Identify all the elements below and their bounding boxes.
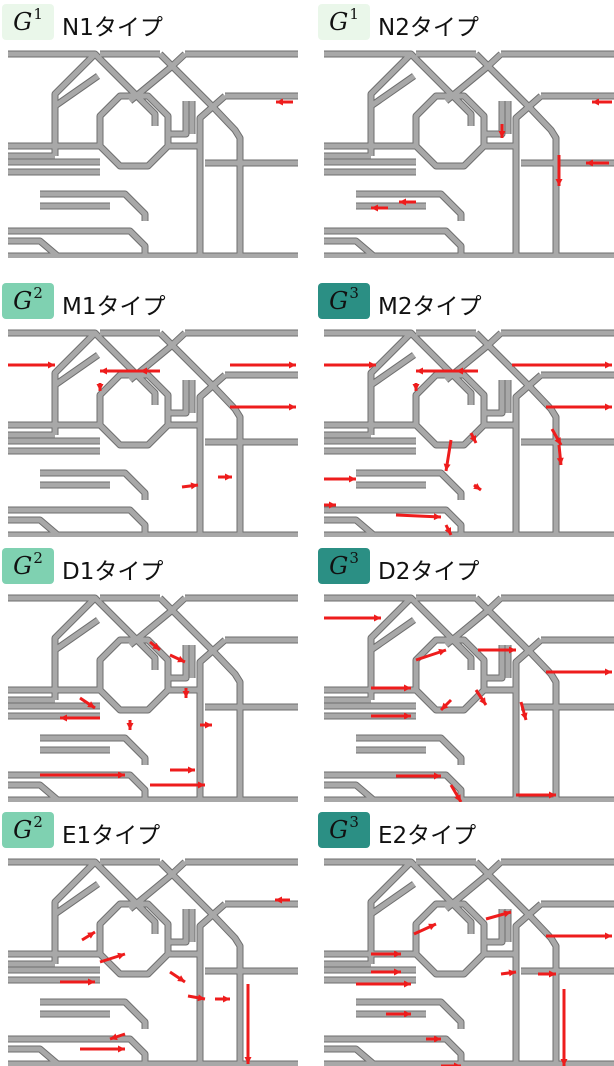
group-letter: G xyxy=(13,816,32,844)
group-index: 2 xyxy=(33,549,43,567)
route-arrowhead xyxy=(48,362,55,369)
route-arrowhead xyxy=(605,404,612,411)
group-letter: G xyxy=(329,8,348,36)
panel-label: M1タイプ xyxy=(62,287,165,321)
panel-label: N2タイプ xyxy=(378,8,479,42)
route-arrowhead xyxy=(225,474,232,481)
track-diagram xyxy=(0,854,300,1066)
track-diagram xyxy=(316,590,614,802)
group-letter: G xyxy=(13,8,32,36)
route-arrowhead xyxy=(118,1046,125,1053)
track-segment xyxy=(100,640,168,710)
track-segment xyxy=(100,375,168,445)
panel-label: D1タイプ xyxy=(62,552,163,586)
panel-label: N1タイプ xyxy=(62,8,163,42)
group-index: 2 xyxy=(33,284,43,302)
route-arrowhead xyxy=(183,691,190,698)
route-arrowhead xyxy=(509,647,516,654)
track-segment xyxy=(416,375,484,445)
route-arrowhead xyxy=(592,99,599,106)
panel-label: E2タイプ xyxy=(378,816,476,850)
group-letter: G xyxy=(329,287,348,315)
group-index: 1 xyxy=(349,5,359,23)
track-segment xyxy=(100,96,168,166)
group-letter: G xyxy=(13,552,32,580)
track-diagram xyxy=(316,325,614,537)
group-letter: G xyxy=(13,287,32,315)
route-arrowhead xyxy=(434,513,441,520)
track-segment xyxy=(416,96,484,166)
panel-label: E1タイプ xyxy=(62,816,160,850)
route-arrowhead xyxy=(127,723,134,730)
group-letter: G xyxy=(329,816,348,844)
route-arrowhead xyxy=(223,996,230,1003)
route-arrowhead xyxy=(205,722,212,729)
route-arrowhead xyxy=(605,933,612,940)
panel-label: M2タイプ xyxy=(378,287,481,321)
track-segment xyxy=(100,904,168,974)
group-letter: G xyxy=(329,552,348,580)
route-arrowhead xyxy=(276,99,283,106)
route-arrowhead xyxy=(188,767,195,774)
route-arrowhead xyxy=(289,362,296,369)
track-diagram xyxy=(0,325,300,537)
track-diagram xyxy=(0,590,300,802)
route-arrowhead xyxy=(605,362,612,369)
group-index: 2 xyxy=(33,813,43,831)
route-arrowhead xyxy=(349,476,356,483)
route-arrowhead xyxy=(416,368,423,375)
route-arrowhead xyxy=(438,649,446,656)
track-diagram xyxy=(316,854,614,1066)
track-diagram xyxy=(316,46,614,258)
route-arrowhead xyxy=(374,615,381,622)
track-segment xyxy=(416,904,484,974)
route-arrowhead xyxy=(289,404,296,411)
group-index: 1 xyxy=(33,5,43,23)
panel-label: D2タイプ xyxy=(378,552,479,586)
group-index: 3 xyxy=(349,549,359,567)
route-arrowhead xyxy=(605,669,612,676)
route-arrowhead xyxy=(100,368,107,375)
group-index: 3 xyxy=(349,284,359,302)
group-index: 3 xyxy=(349,813,359,831)
track-diagram xyxy=(0,46,300,258)
